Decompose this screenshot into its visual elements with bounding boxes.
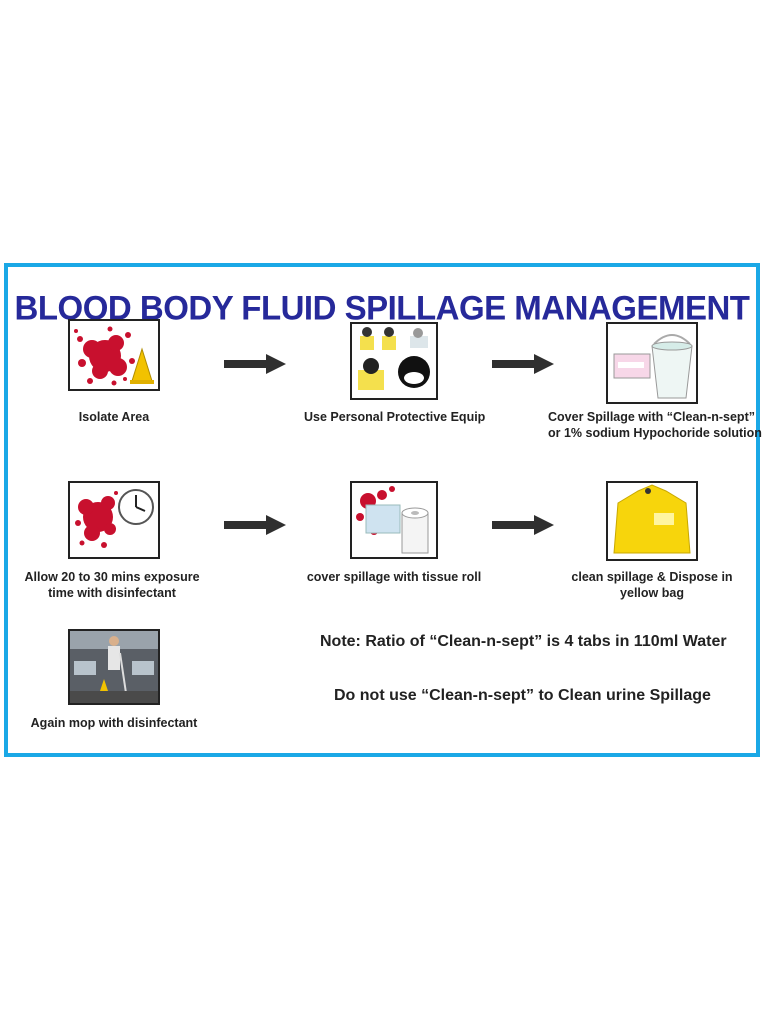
exposure-image	[68, 481, 160, 559]
caption-line: Cover Spillage with “Clean-n-sept”	[548, 410, 755, 424]
mop-image	[68, 629, 160, 705]
arrow-right-icon	[492, 354, 554, 374]
yellow-bag-icon	[613, 484, 691, 554]
arrow-right-icon	[224, 354, 286, 374]
clock-icon	[75, 489, 154, 548]
caption-exposure: Allow 20 to 30 mins exposure time with d…	[22, 569, 202, 601]
caption-tissue-roll: cover spillage with tissue roll	[306, 570, 482, 584]
note-ratio: Note: Ratio of “Clean-n-sept” is 4 tabs …	[320, 633, 727, 650]
ppe-icon	[358, 327, 430, 390]
caption-line: Allow 20 to 30 mins exposure	[24, 570, 200, 584]
tissue-roll-image	[350, 481, 438, 559]
caption-ppe: Use Personal Protective Equip	[304, 410, 486, 424]
tissue-roll-icon	[356, 486, 429, 554]
arrow-right-icon	[224, 515, 286, 535]
blood-splatter-wet-floor-icon	[74, 326, 154, 386]
arrow-right-icon	[492, 515, 554, 535]
poster: BLOOD BODY FLUID SPILLAGE MANAGEMENT Iso…	[4, 263, 762, 757]
caption-line: clean spillage & Dispose in	[571, 570, 733, 584]
bucket-icon	[613, 334, 693, 399]
caption-dispose: clean spillage & Dispose in yellow bag	[564, 569, 740, 601]
ppe-image	[350, 322, 438, 400]
mop-icon	[70, 631, 158, 703]
caption-mop: Again mop with disinfectant	[30, 716, 198, 730]
caption-cover-spillage: Cover Spillage with “Clean-n-sept” or 1%…	[548, 409, 762, 441]
yellow-bag-image	[606, 481, 698, 561]
caption-isolate-area: Isolate Area	[78, 410, 150, 424]
caption-line: or 1% sodium Hypochoride solution	[548, 426, 762, 440]
caption-line: yellow bag	[620, 586, 684, 600]
caption-line: time with disinfectant	[48, 586, 176, 600]
isolate-area-image	[68, 319, 160, 391]
bucket-image	[606, 322, 698, 404]
note-warning: Do not use “Clean-n-sept” to Clean urine…	[334, 687, 711, 704]
